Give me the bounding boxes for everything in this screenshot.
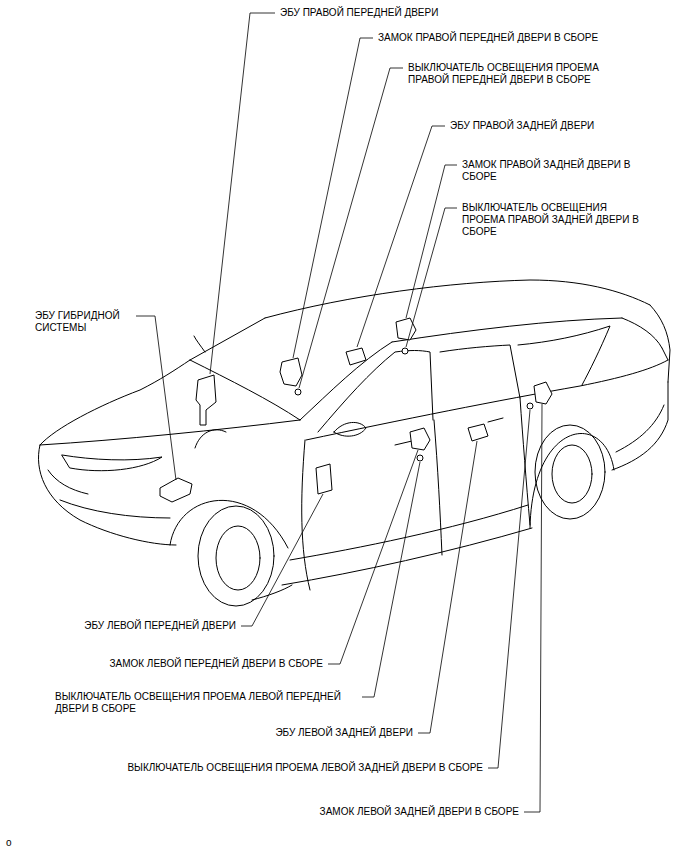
part-label: ВЫКЛЮЧАТЕЛЬ ОСВЕЩЕНИЯ ПРОЕМА ПРАВОЙ ПЕРЕ… [408,62,620,86]
part-label: ЗАМОК ЛЕВОЙ ЗАДНЕЙ ДВЕРИ В СБОРЕ [320,806,519,818]
page-mark: o [6,837,12,849]
part-label: ЭБУ ЛЕВОЙ ЗАДНЕЙ ДВЕРИ [275,727,413,739]
part-label: ЭБУ ЛЕВОЙ ПЕРЕДНЕЙ ДВЕРИ [84,620,236,632]
part-label: ЗАМОК ПРАВОЙ ПЕРЕДНЕЙ ДВЕРИ В СБОРЕ [378,32,598,44]
door-ecu-symbol [468,424,488,441]
switch-symbol [417,455,423,461]
leader-line [293,38,373,358]
part-label: ЗАМОК ЛЕВОЙ ПЕРЕДНЕЙ ДВЕРИ В СБОРЕ [109,658,323,670]
hybrid-ecu-symbol [160,478,192,502]
leader-line [406,165,457,318]
switch-symbol [527,403,533,409]
leader-line [299,68,403,388]
door-lock-symbol [280,358,302,386]
leader-line [357,126,445,347]
part-label: ЭБУ ПРАВОЙ ПЕРЕДНЕЙ ДВЕРИ [280,7,438,19]
leader-line [136,316,176,480]
switch-symbol [402,348,408,354]
part-label: ВЫКЛЮЧАТЕЛЬ ОСВЕЩЕНИЯ ПРОЕМА ЛЕВОЙ ЗАДНЕ… [127,762,483,774]
part-label: ЭБУ ГИБРИДНОЙ СИСТЕМЫ [35,310,131,334]
part-symbols [160,318,552,502]
door-lock-symbol [410,428,430,450]
leader-line [362,462,420,697]
part-label: ВЫКЛЮЧАТЕЛЬ ОСВЕЩЕНИЯ ПРОЕМА ЛЕВОЙ ПЕРЕД… [55,691,357,715]
part-label: ЭБУ ПРАВОЙ ЗАДНЕЙ ДВЕРИ [450,120,594,132]
door-lock-symbol [534,382,552,404]
leader-line [406,208,457,347]
leader-line [241,494,323,626]
leader-line [328,450,418,664]
leader-line [210,13,275,374]
leader-line [418,441,477,733]
car-body [38,280,670,606]
switch-symbol [295,389,301,395]
door-ecu-symbol [346,348,366,365]
leader-line [524,404,542,812]
part-label: ВЫКЛЮЧАТЕЛЬ ОСВЕЩЕНИЯ ПРОЕМА ПРАВОЙ ЗАДН… [462,202,642,238]
door-ecu-symbol [316,464,332,494]
leader-line [488,410,530,768]
part-label: ЗАМОК ПРАВОЙ ЗАДНЕЙ ДВЕРИ В СБОРЕ [462,159,634,183]
door-ecu-symbol [196,375,216,425]
